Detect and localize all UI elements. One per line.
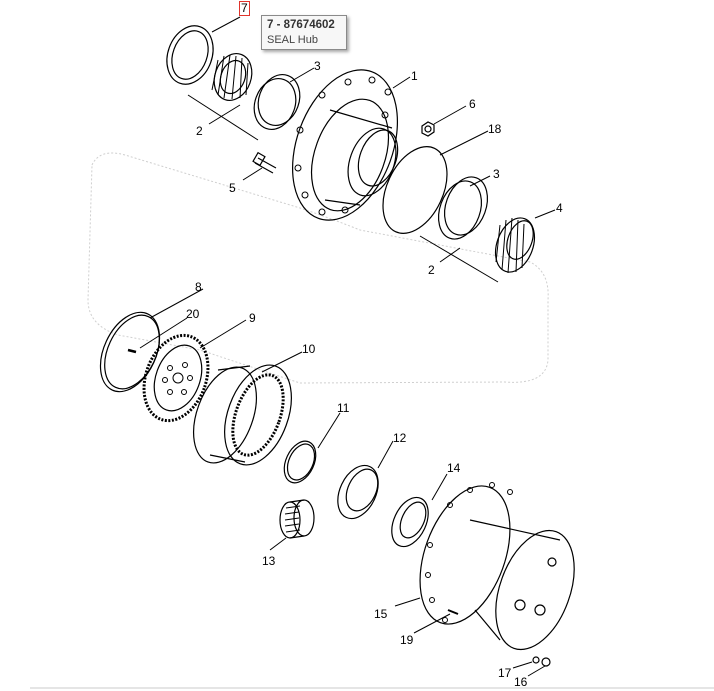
snap-ring[interactable] <box>278 436 322 488</box>
tooltip-description: SEAL Hub <box>267 34 318 46</box>
hub-nut[interactable] <box>421 121 435 137</box>
tooltip-part-number: 7 - 87674602 <box>267 19 335 31</box>
callout-9[interactable]: 9 <box>249 311 256 325</box>
highlighted-callout-box[interactable] <box>239 1 250 16</box>
callout-10[interactable]: 10 <box>302 342 316 356</box>
callout-19[interactable]: 19 <box>400 633 414 647</box>
bottom-divider <box>30 687 714 689</box>
callout-11[interactable]: 11 <box>337 401 350 415</box>
callout-12[interactable]: 12 <box>393 431 407 445</box>
cover-seal[interactable] <box>385 492 436 553</box>
bearing-upper[interactable] <box>208 48 258 105</box>
callout-16[interactable]: 16 <box>514 675 528 689</box>
callout-8[interactable]: 8 <box>195 280 202 294</box>
callout-14[interactable]: 14 <box>447 461 461 475</box>
callout-4[interactable]: 4 <box>556 201 563 215</box>
o-ring[interactable] <box>370 136 460 243</box>
race-lower[interactable] <box>431 171 495 245</box>
retaining-ring-large[interactable] <box>89 303 172 401</box>
highlighted-callout-7[interactable]: 7 <box>241 1 248 15</box>
drain-plug-washer[interactable] <box>532 656 551 667</box>
roll-pin[interactable] <box>127 348 137 354</box>
callout-2-lower[interactable]: 2 <box>428 263 435 277</box>
wheel-stud[interactable] <box>252 151 277 174</box>
part-tooltip: 7 - 87674602 SEAL Hub <box>261 15 347 50</box>
callout-20[interactable]: 20 <box>186 307 200 321</box>
callout-5[interactable]: 5 <box>229 181 236 195</box>
sun-gear[interactable] <box>279 499 315 539</box>
planetary-housing[interactable] <box>403 474 589 661</box>
callout-13[interactable]: 13 <box>262 554 276 568</box>
bearing-lower[interactable] <box>489 213 542 278</box>
callout-3-upper[interactable]: 3 <box>314 59 321 73</box>
callout-15[interactable]: 15 <box>374 607 388 621</box>
leader-lines <box>139 16 556 677</box>
dowel-pin[interactable] <box>447 609 459 615</box>
callout-18[interactable]: 18 <box>488 122 502 136</box>
callout-1[interactable]: 1 <box>411 69 418 83</box>
wheel-hub[interactable] <box>273 55 417 234</box>
race-upper[interactable] <box>247 69 306 136</box>
seal-hub-ring[interactable] <box>159 19 221 90</box>
callout-2-upper[interactable]: 2 <box>196 124 203 138</box>
callout-3-lower[interactable]: 3 <box>493 167 500 181</box>
planet-carrier-gear[interactable] <box>133 326 219 429</box>
ring-gear[interactable] <box>182 356 304 474</box>
callout-6[interactable]: 6 <box>469 97 476 111</box>
callout-labels: 1 2 3 5 6 18 3 4 2 8 20 9 10 11 12 14 13… <box>186 59 563 689</box>
assembly-boundary <box>87 152 549 384</box>
thrust-washer[interactable] <box>330 459 386 525</box>
callout-17[interactable]: 17 <box>498 666 512 680</box>
